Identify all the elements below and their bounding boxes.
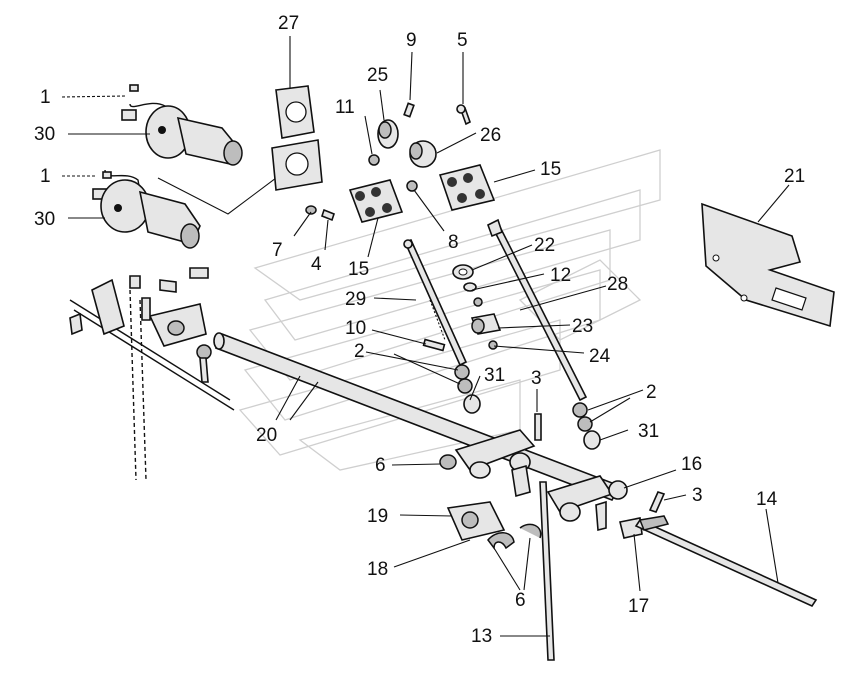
label-11: 11	[335, 97, 355, 118]
washers-nuts	[452, 264, 502, 350]
small-parts-upper	[368, 102, 471, 192]
label-8: 8	[448, 232, 459, 253]
connector-upper	[121, 109, 137, 121]
label-30-upper: 30	[34, 124, 56, 145]
left-linkage	[69, 267, 235, 481]
rod-vertical	[539, 481, 555, 661]
label-3-lower: 3	[692, 485, 703, 506]
label-26: 26	[480, 125, 502, 146]
label-31-upper: 31	[484, 365, 506, 386]
label-13: 13	[471, 626, 493, 647]
label-27: 27	[278, 13, 300, 34]
label-5: 5	[457, 30, 468, 51]
motor-lower	[92, 169, 201, 249]
label-4: 4	[311, 254, 322, 275]
label-22: 22	[534, 235, 556, 256]
label-2-upper: 2	[354, 341, 365, 362]
label-19: 19	[367, 506, 389, 527]
label-23: 23	[572, 316, 594, 337]
leader-lines	[61, 36, 790, 637]
label-14: 14	[756, 489, 778, 510]
mounting-plates	[271, 85, 323, 191]
label-9: 9	[406, 30, 417, 51]
label-25: 25	[367, 65, 389, 86]
lever-assembly	[439, 429, 643, 539]
label-21: 21	[784, 166, 806, 187]
label-20: 20	[256, 425, 278, 446]
label-18: 18	[367, 559, 389, 580]
label-12: 12	[550, 265, 572, 286]
tie-rods	[403, 218, 588, 402]
lower-bracket	[446, 501, 542, 551]
label-1-lower: 1	[40, 166, 51, 187]
label-2-lower: 2	[646, 382, 657, 403]
label-29: 29	[345, 289, 367, 310]
motor-upper	[121, 84, 243, 166]
label-24: 24	[589, 346, 611, 367]
side-bracket	[701, 202, 835, 328]
label-7: 7	[272, 240, 283, 261]
label-15-right: 15	[540, 159, 562, 180]
label-1-upper: 1	[40, 87, 51, 108]
rod-end-nuts	[454, 364, 601, 450]
label-31-lower: 31	[638, 421, 660, 442]
label-3-upper: 3	[531, 368, 542, 389]
plug-upper	[129, 84, 139, 92]
rod-long	[634, 518, 818, 608]
connector-blocks	[348, 164, 496, 223]
label-30-lower: 30	[34, 209, 56, 230]
label-17: 17	[628, 596, 650, 617]
label-6-upper: 6	[375, 455, 386, 476]
label-10: 10	[345, 318, 367, 339]
label-15-left: 15	[348, 259, 370, 280]
label-28: 28	[607, 274, 629, 295]
label-16: 16	[681, 454, 703, 475]
label-6-lower: 6	[515, 590, 526, 611]
